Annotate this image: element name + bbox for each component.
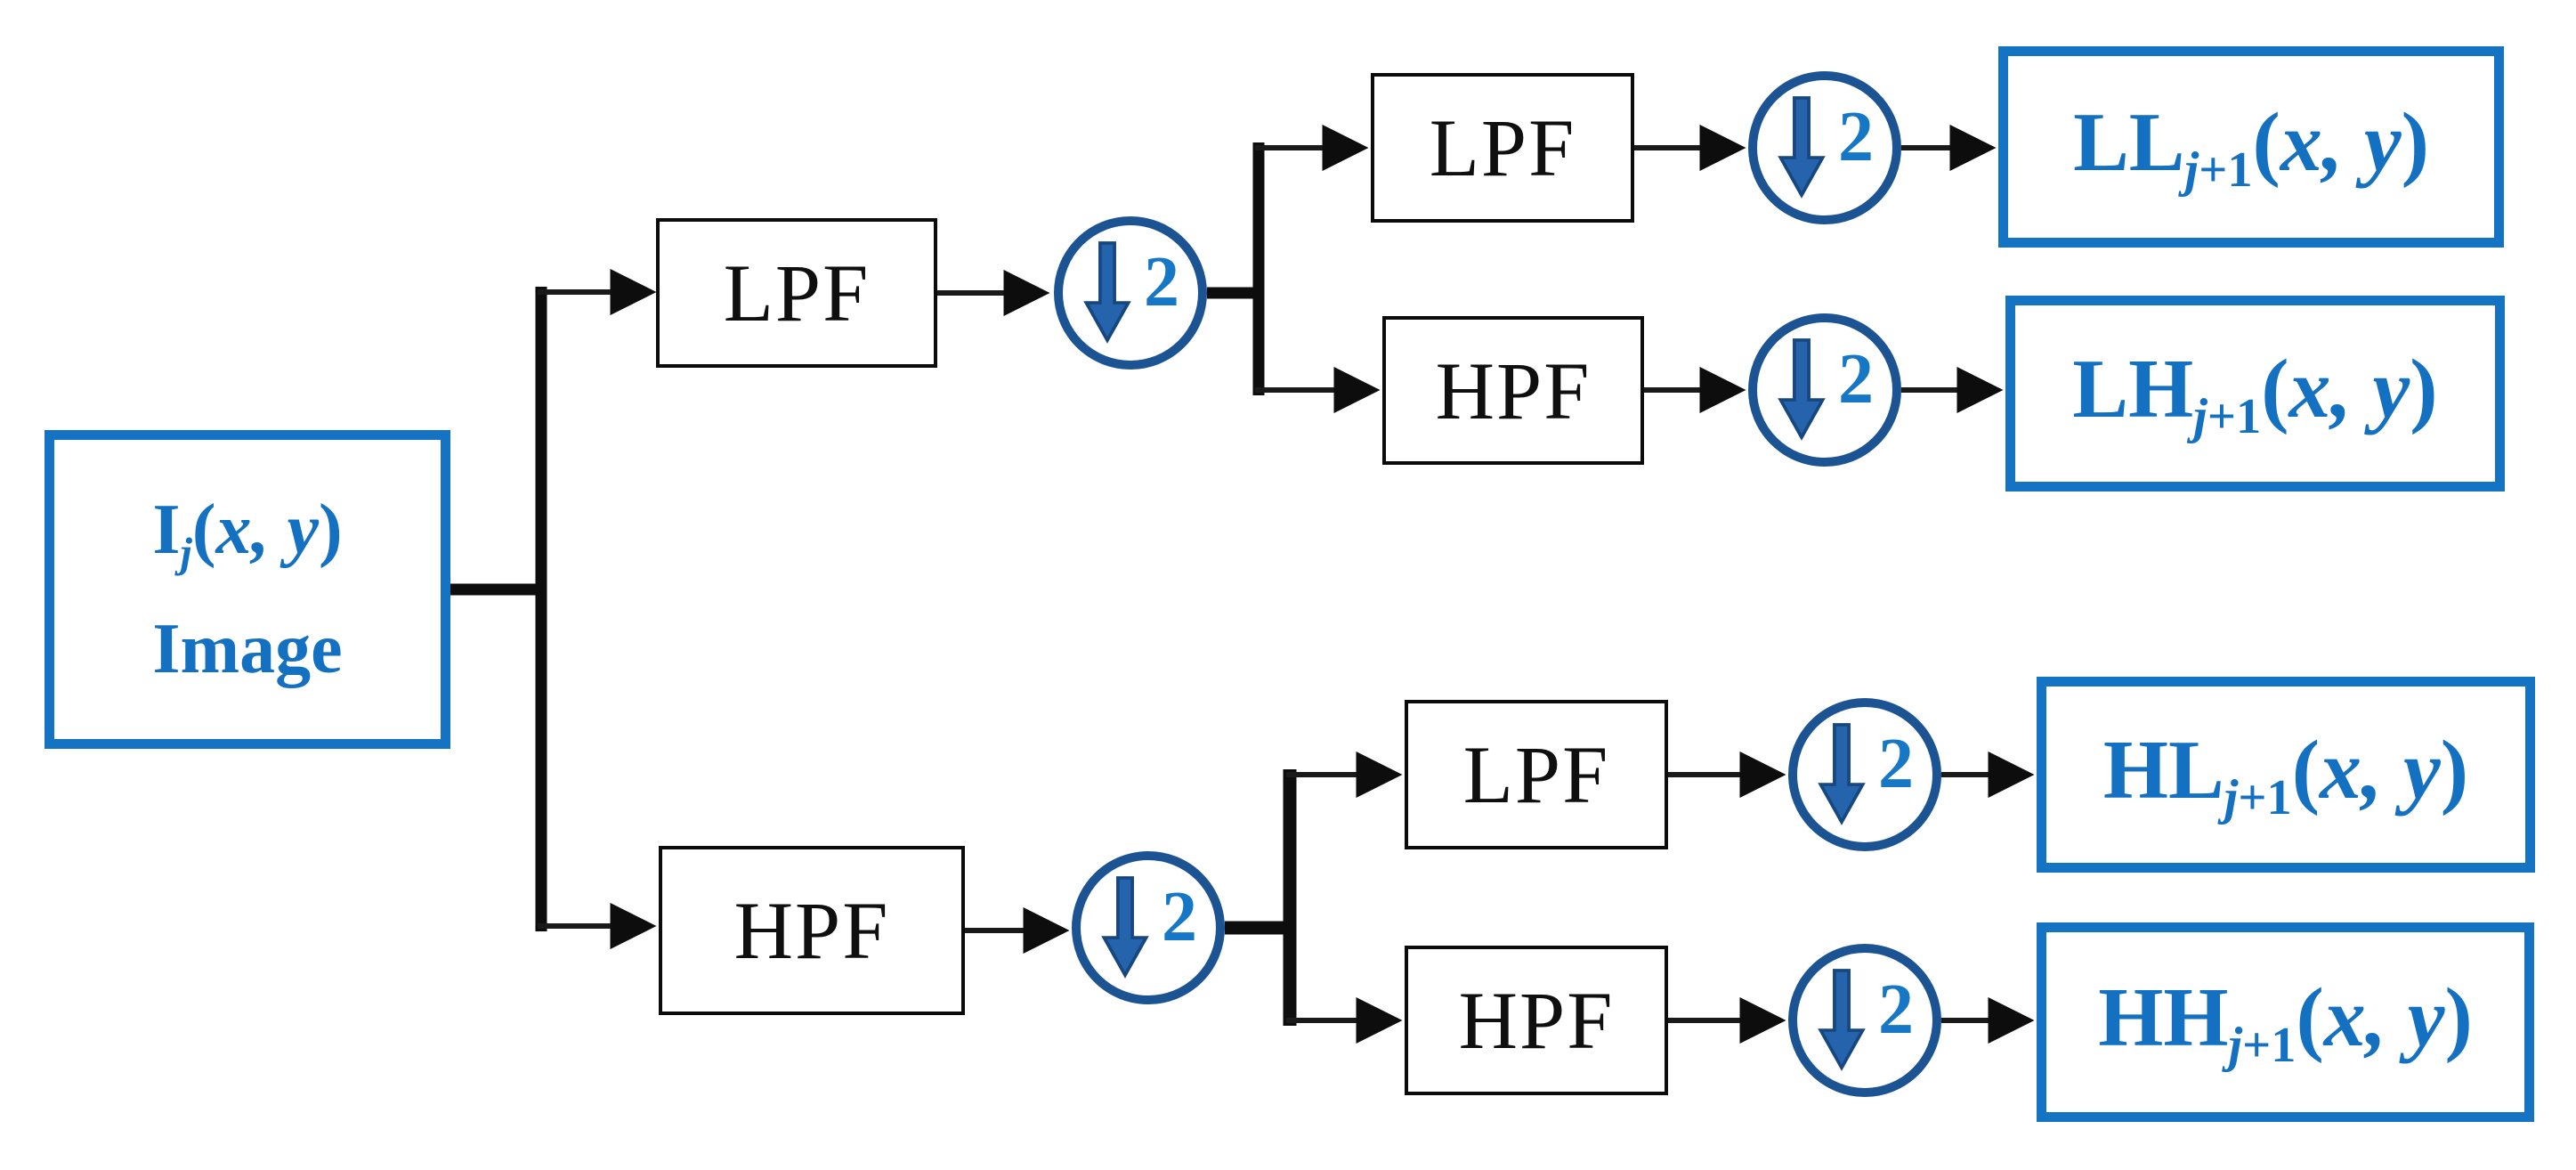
downsample-factor: 2: [1878, 970, 1914, 1049]
downsample-factor: 2: [1144, 242, 1179, 321]
input-caption: Image: [152, 610, 343, 689]
output-label: HHj+1(x, y): [2098, 971, 2473, 1074]
filter-hpf-stage2-bottom: HPF: [1405, 946, 1668, 1095]
output-hh-subband: HHj+1(x, y): [2037, 922, 2534, 1122]
filter-hpf-stage1: HPF: [659, 846, 965, 1015]
filter-label: LPF: [723, 248, 871, 338]
output-lh-subband: LHj+1(x, y): [2005, 296, 2505, 492]
downsampler-hh-branch: 2: [1788, 944, 1941, 1097]
downsample-factor: 2: [1838, 97, 1874, 176]
filter-label: HPF: [733, 885, 890, 976]
output-label: LLj+1(x, y): [2073, 96, 2429, 199]
down-arrow-icon: [1818, 969, 1866, 1071]
down-arrow-icon: [1778, 338, 1826, 441]
filter-label: LPF: [1429, 102, 1576, 193]
output-hl-subband: HLj+1(x, y): [2037, 677, 2535, 873]
downsample-factor: 2: [1838, 339, 1874, 418]
output-label: HLj+1(x, y): [2102, 724, 2469, 826]
input-symbol: Ij(x, y): [152, 490, 343, 577]
downsample-factor: 2: [1162, 877, 1197, 956]
filter-label: HPF: [1435, 345, 1592, 436]
down-arrow-icon: [1818, 723, 1866, 825]
filter-label: HPF: [1458, 975, 1615, 1066]
downsample-factor: 2: [1878, 724, 1914, 803]
filter-lpf-stage2-bottom: LPF: [1405, 700, 1668, 849]
output-ll-subband: LLj+1(x, y): [1998, 46, 2504, 248]
filter-label: LPF: [1462, 729, 1610, 820]
filter-lpf-stage2-top: LPF: [1371, 73, 1634, 223]
downsampler-lpf-stage1: 2: [1054, 216, 1207, 370]
down-arrow-icon: [1083, 241, 1131, 344]
downsampler-hpf-stage1: 2: [1072, 851, 1225, 1004]
filter-lpf-stage1: LPF: [656, 218, 937, 368]
input-image-block: Ij(x, y) Image: [45, 430, 450, 749]
downsampler-lh-branch: 2: [1748, 313, 1901, 467]
downsampler-hl-branch: 2: [1788, 698, 1941, 851]
output-label: LHj+1(x, y): [2072, 343, 2438, 445]
filter-hpf-stage2-top: HPF: [1382, 316, 1644, 465]
downsampler-ll-branch: 2: [1748, 71, 1901, 224]
down-arrow-icon: [1101, 876, 1149, 979]
down-arrow-icon: [1778, 96, 1826, 199]
